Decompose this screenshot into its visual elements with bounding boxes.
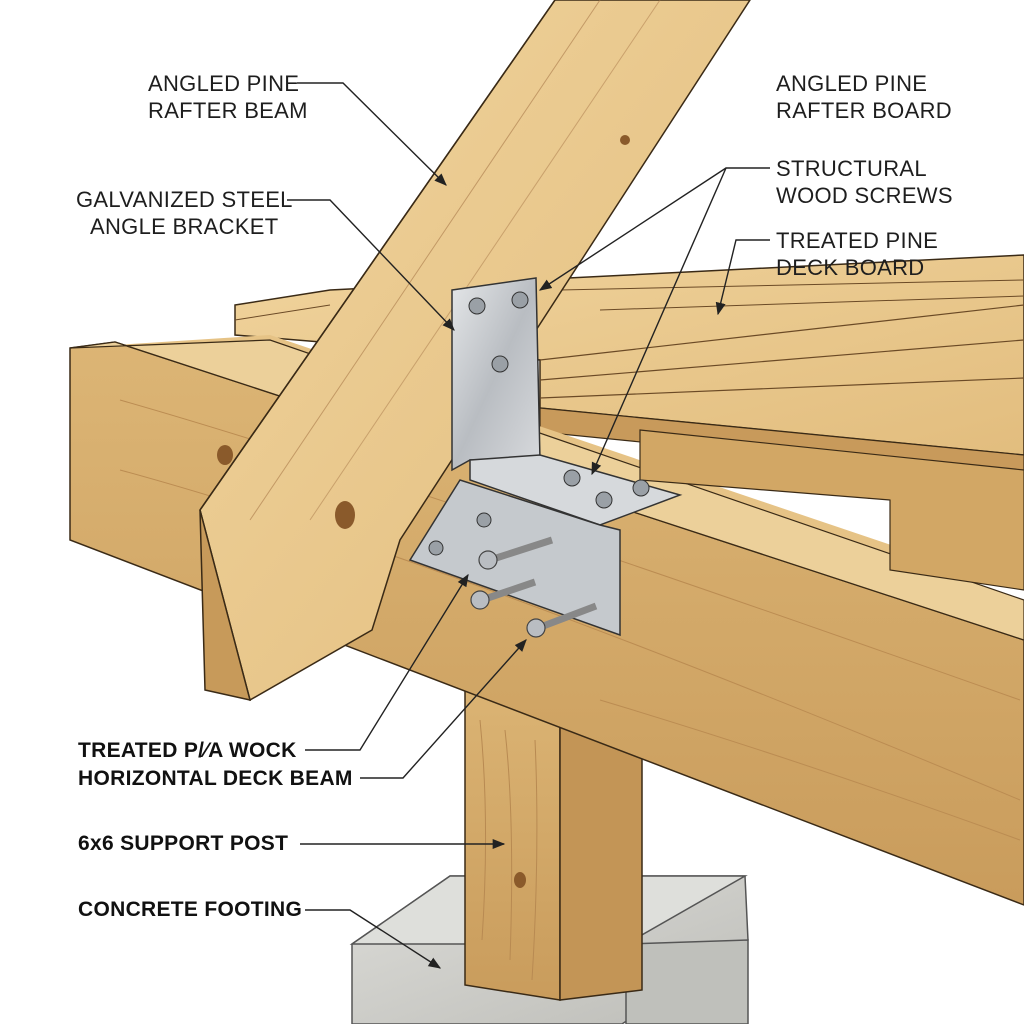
label-concrete-footing: CONCRETE FOOTING: [78, 898, 303, 921]
wood-screws: [470, 536, 598, 638]
leader-lines: [287, 82, 770, 969]
angle-bracket: [408, 277, 683, 637]
label-support-post: 6x6 SUPPORT POST: [78, 832, 289, 855]
